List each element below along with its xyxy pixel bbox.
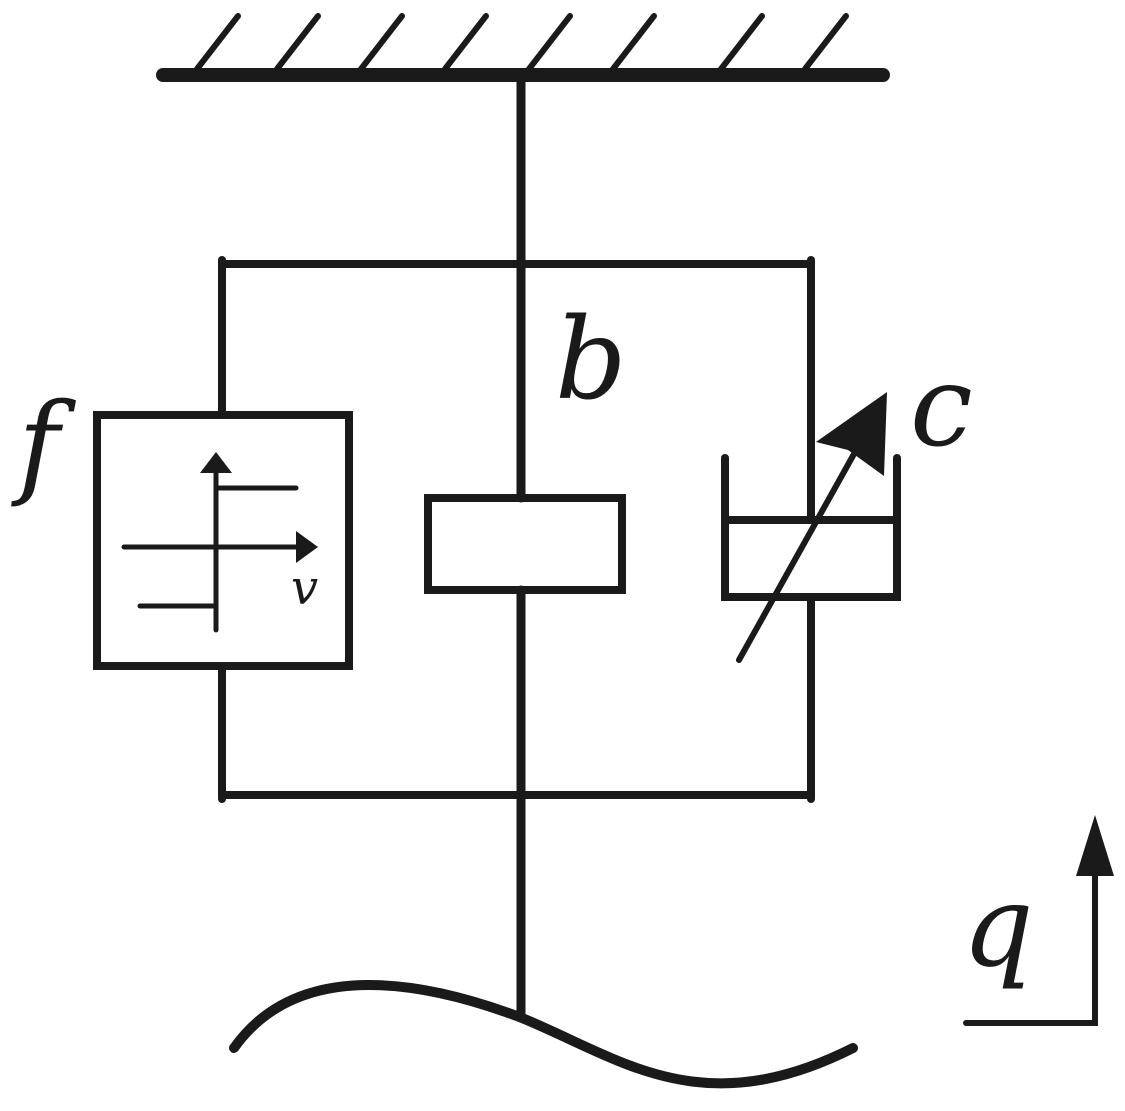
inerter-element: b (428, 295, 627, 590)
velocity-label: v (291, 560, 318, 616)
road-surface (234, 985, 853, 1083)
damper-label: c (910, 342, 973, 472)
excitation-label: q (962, 862, 1034, 992)
friction-box (97, 415, 349, 666)
horizontal-arrowhead (296, 531, 318, 563)
variable-damper: c (725, 342, 973, 660)
excitation-indicator: q (962, 815, 1114, 1023)
ground-hatching (197, 16, 846, 69)
fixed-ground (163, 16, 883, 75)
vertical-arrowhead (200, 452, 232, 473)
inerter-box (428, 498, 622, 590)
excitation-arrowhead (1076, 815, 1114, 876)
friction-element: v f (11, 380, 349, 666)
friction-label: f (11, 380, 77, 510)
variable-arrow-shaft (739, 436, 864, 660)
friction-characteristic (124, 452, 318, 630)
inerter-label: b (555, 295, 627, 425)
